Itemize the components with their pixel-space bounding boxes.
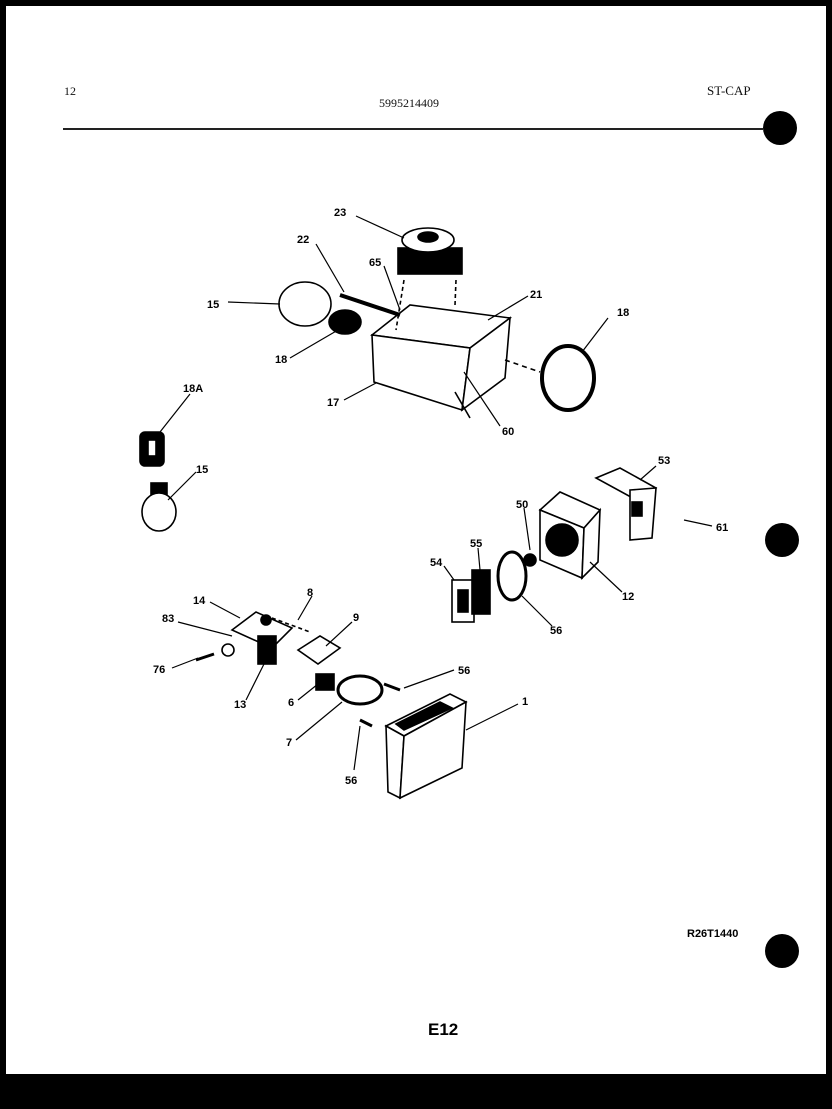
callout-labels: 23 22 65 21 15 18 18 17 60 18A 15 53 50 … xyxy=(153,207,728,787)
leader-lines xyxy=(159,215,713,771)
binder-hole-icon xyxy=(765,523,799,557)
callout-14: 14 xyxy=(193,595,206,607)
model-code: ST-CAP xyxy=(707,83,751,98)
callout-83: 83 xyxy=(162,613,174,625)
bracket-14-part xyxy=(221,611,311,665)
callout-18-left: 18 xyxy=(275,354,287,366)
drawing-number: R26T1440 xyxy=(687,928,739,940)
callout-56-lower: 56 xyxy=(345,775,357,787)
callout-1: 1 xyxy=(522,696,528,708)
callout-53: 53 xyxy=(658,455,670,467)
lens-18-right-part xyxy=(504,344,596,412)
header-rule xyxy=(63,128,763,130)
callout-50: 50 xyxy=(516,499,528,511)
callout-56-dial: 56 xyxy=(550,625,562,637)
socket-18a-part xyxy=(139,431,165,467)
callout-76: 76 xyxy=(153,664,165,676)
callout-9: 9 xyxy=(353,612,359,624)
callout-61: 61 xyxy=(716,522,728,534)
bulb-15-lower-part xyxy=(141,482,177,532)
callout-6: 6 xyxy=(288,697,294,709)
callout-17: 17 xyxy=(327,397,339,409)
callout-12: 12 xyxy=(622,591,634,603)
clip-54-55-part xyxy=(451,569,491,623)
light-box-part xyxy=(370,304,513,419)
housing-12-part xyxy=(538,491,602,581)
callout-18a: 18A xyxy=(183,383,203,395)
callout-23: 23 xyxy=(334,207,346,219)
page-number: 12 xyxy=(64,84,76,98)
page-label: E12 xyxy=(428,1020,459,1039)
dial-56-part xyxy=(496,550,537,602)
gasket-7-part xyxy=(336,674,384,706)
rod-22-part xyxy=(339,293,401,317)
screw-56-lower-part xyxy=(359,718,373,728)
callout-13: 13 xyxy=(234,699,246,711)
screw-56-part xyxy=(383,682,401,692)
plate-9-part xyxy=(296,635,342,691)
callout-15-lower: 15 xyxy=(196,464,208,476)
bracket-53-part xyxy=(594,467,658,541)
binder-hole-icon xyxy=(763,111,797,145)
screw-76-part xyxy=(195,652,215,662)
cover-1-part xyxy=(384,693,468,800)
callout-54: 54 xyxy=(430,557,443,569)
binder-hole-icon xyxy=(765,934,799,968)
callout-60: 60 xyxy=(502,426,514,438)
diagram-page xyxy=(6,6,826,1074)
callout-7: 7 xyxy=(286,737,292,749)
callout-22: 22 xyxy=(297,234,309,246)
bulb-15-upper-part xyxy=(278,281,362,335)
callout-15-upper: 15 xyxy=(207,299,219,311)
callout-8: 8 xyxy=(307,587,313,599)
callout-21: 21 xyxy=(530,289,542,301)
callout-56-screw: 56 xyxy=(458,665,470,677)
document-number: 5995214409 xyxy=(379,96,439,110)
switch-23-part xyxy=(395,227,463,331)
callout-55: 55 xyxy=(470,538,482,550)
callout-65: 65 xyxy=(369,257,381,269)
callout-18-right: 18 xyxy=(617,307,629,319)
